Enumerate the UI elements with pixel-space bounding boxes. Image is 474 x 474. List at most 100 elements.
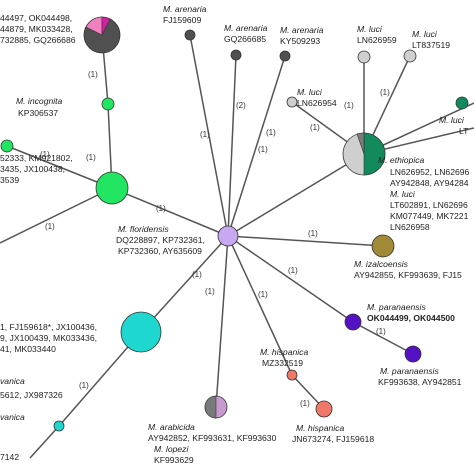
label-accession: KF993638, AY942851 bbox=[378, 377, 462, 387]
label-species: M. arabicida bbox=[148, 422, 195, 432]
label-accession: LT bbox=[459, 126, 469, 136]
label-accession: LN626959 bbox=[357, 35, 397, 45]
pie-slice-grey bbox=[204, 395, 217, 419]
edge-green-left bbox=[0, 187, 113, 244]
edge-label: (1) bbox=[310, 123, 320, 132]
edge-label: (1) bbox=[79, 381, 89, 390]
label-accession: KP306537 bbox=[18, 108, 58, 118]
pie-slice-dark-green bbox=[363, 132, 386, 176]
label-accession: LN626952, LN62696 bbox=[390, 167, 470, 177]
label-top-left: 44497, OK044498, 44879, MK033428, 732885… bbox=[0, 13, 76, 45]
edge-label: (1) bbox=[258, 290, 268, 299]
label-ethiopica-hub: M. ethiopica LN626952, LN62696 AY942848,… bbox=[378, 155, 470, 232]
edge-center-ethiopica bbox=[227, 153, 365, 237]
edge-label: (1) bbox=[288, 266, 298, 275]
node-luci-1 bbox=[357, 50, 371, 64]
label-accession: KF993629 bbox=[154, 455, 194, 465]
label-accession: GQ266685 bbox=[224, 34, 266, 44]
edge-center-paran1 bbox=[227, 235, 354, 323]
label-teal-left-2: vanica 7142 bbox=[0, 412, 25, 462]
label-accession: 1, FJ159618*, JX100436, bbox=[0, 322, 97, 332]
edge-label: (1) bbox=[205, 287, 215, 296]
node-arabicida bbox=[204, 395, 228, 419]
label-accession: DQ228897, KP732361, bbox=[116, 235, 205, 245]
edge-label: (1) bbox=[300, 399, 310, 408]
label-accession: 52333, KM921802, bbox=[0, 153, 73, 163]
node-green-hub bbox=[95, 171, 129, 205]
label-species: M. luci bbox=[357, 24, 383, 34]
node-right-green bbox=[455, 96, 469, 110]
edge-label: (1) bbox=[86, 153, 96, 162]
label-arabicida: M. arabicida AY942852, KF993631, KF99363… bbox=[148, 422, 277, 465]
edge-center-arabicida bbox=[215, 235, 229, 408]
edge-label: (1) bbox=[88, 70, 98, 79]
label-species: M. arenaria bbox=[224, 23, 268, 33]
label-species: M. izalcoensis bbox=[354, 259, 409, 269]
node-paranaensis-1 bbox=[344, 313, 362, 331]
node-top-left-pie bbox=[83, 16, 121, 54]
label-species: M. hispanica bbox=[296, 423, 344, 433]
node-luci-2 bbox=[403, 49, 417, 63]
label-accession: LT602891, LN62696 bbox=[390, 200, 468, 210]
node-teal-left-1 bbox=[53, 420, 65, 432]
edge-center-teal bbox=[140, 235, 229, 333]
pie-slice-magenta bbox=[101, 16, 111, 36]
label-species: M. ethiopica bbox=[378, 155, 425, 165]
label-species: M. luci bbox=[439, 115, 465, 125]
edge-label: (1) bbox=[40, 150, 50, 159]
node-incognita bbox=[101, 97, 115, 111]
pie-slice-grey bbox=[356, 132, 365, 155]
label-species: M. lopezi bbox=[154, 444, 189, 454]
label-accession: LN626954 bbox=[297, 98, 337, 108]
edge-label: (1) bbox=[266, 128, 276, 137]
label-text: 44879, MK033428, bbox=[0, 24, 73, 34]
label-text: 44497, bbox=[0, 13, 29, 23]
label-species: M. paranaensis bbox=[380, 366, 439, 376]
label-accession: LT837519 bbox=[412, 40, 450, 50]
node-teal-hub bbox=[120, 311, 162, 353]
edge-label: (1) bbox=[45, 222, 55, 231]
node-arenaria-2 bbox=[230, 49, 242, 61]
label-accession: 9, JX100439, MK033436, bbox=[0, 333, 97, 343]
edge-label: (1) bbox=[192, 270, 202, 279]
label-species: M. hispanica bbox=[260, 347, 308, 357]
edge-label: (1) bbox=[156, 204, 166, 213]
label-accession: MZ332519 bbox=[262, 358, 303, 368]
label-accession: AY942852, KF993631, KF993630 bbox=[148, 433, 277, 443]
edge-labels: (1) (1) (1) (1) (1) (1) (2) (1) (1) (1) … bbox=[40, 70, 390, 408]
label-accession: OK044499, OK044500 bbox=[367, 313, 455, 323]
edge-label: (1) bbox=[258, 145, 268, 154]
label-species: M. incognita bbox=[16, 96, 63, 106]
label-species: vanica bbox=[0, 412, 25, 422]
label-accession: FJ159609 bbox=[163, 15, 201, 25]
edge-leftgreen-green bbox=[6, 145, 113, 189]
node-ethiopica-hub bbox=[342, 132, 386, 176]
label-teal-hub: 1, FJ159618*, JX100436, 9, JX100439, MK0… bbox=[0, 322, 97, 354]
edge-label: (1) bbox=[308, 229, 318, 238]
label-species: M. paranaensis bbox=[367, 302, 426, 312]
label-accession: JN673274, FJ159618 bbox=[292, 434, 374, 444]
label-species: M. arenaria bbox=[280, 25, 324, 35]
edge-arenaria1-center bbox=[189, 34, 229, 237]
edge-teal-left1 bbox=[58, 331, 142, 427]
label-accession: LN626958 bbox=[390, 222, 430, 232]
label-accession: AY942848, AY94284 bbox=[390, 178, 469, 188]
label-accession: KM077449, MK7221 bbox=[390, 211, 469, 221]
edge-paran1-paran2 bbox=[352, 321, 414, 355]
label-species: M. arenaria bbox=[163, 4, 207, 14]
label-accession: 41, MK033440 bbox=[0, 344, 56, 354]
edge-arenaria2-center bbox=[227, 54, 237, 237]
label-species: M. luci bbox=[297, 87, 323, 97]
label-accession: KP732360, AY635609 bbox=[118, 246, 202, 256]
edge-tealleft1-left2 bbox=[29, 425, 60, 459]
label-accession: 3435, JX100438, bbox=[0, 164, 65, 174]
node-luci-3 bbox=[286, 96, 298, 108]
label-text: OK044498, bbox=[29, 13, 72, 23]
node-paranaensis-2 bbox=[404, 345, 422, 363]
label-accession: AY942855, KF993639, FJ15 bbox=[354, 270, 462, 280]
label-accession: 3539 bbox=[0, 175, 19, 185]
edge-center-izalco bbox=[227, 235, 384, 247]
label-accession: 7142 bbox=[0, 452, 19, 462]
node-left-green bbox=[0, 139, 14, 153]
